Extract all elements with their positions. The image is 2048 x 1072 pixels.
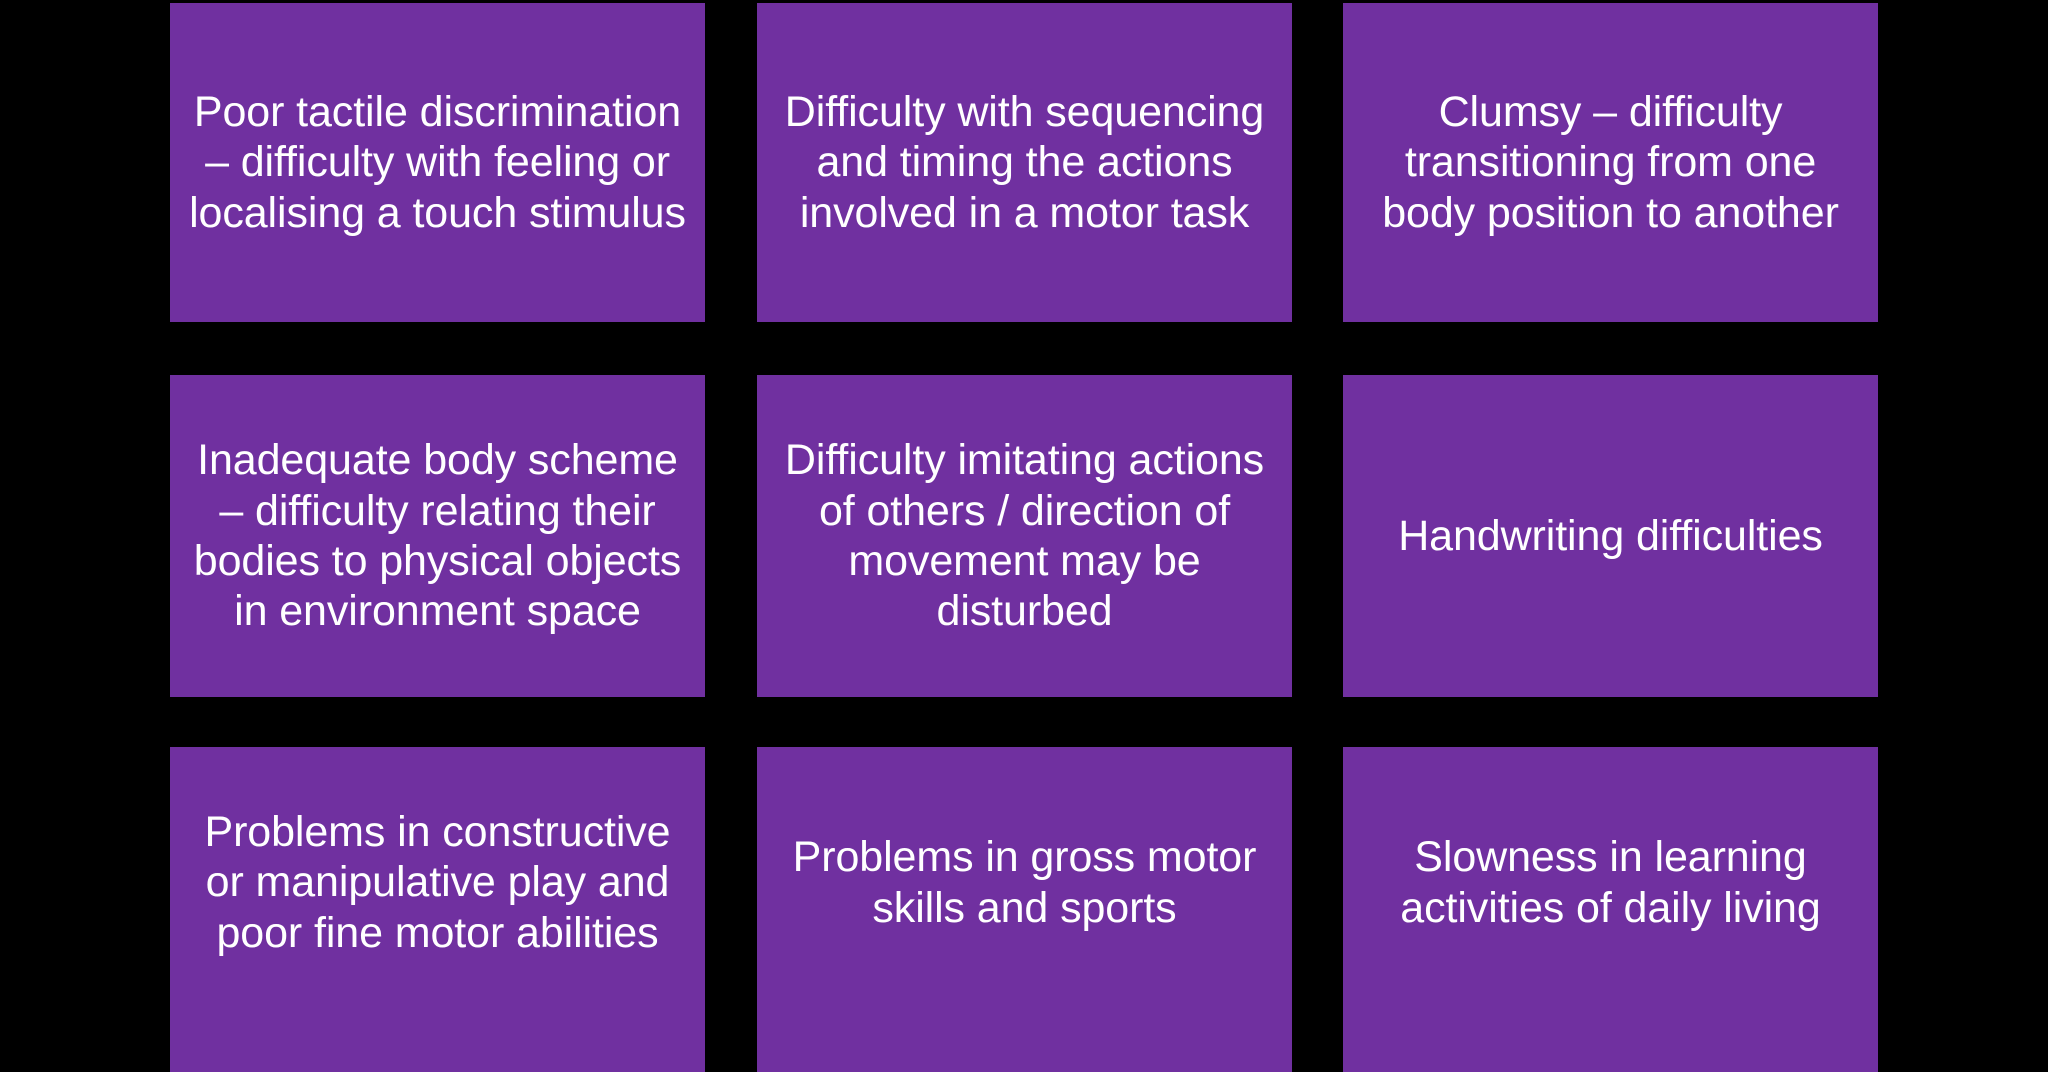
concept-box-label: Problems in constructive or manipulative…	[204, 808, 671, 957]
concept-box-sequencing-and-timing[interactable]: Difficulty with sequencing and timing th…	[757, 3, 1292, 322]
concept-box-label: Problems in gross motor skills and sport…	[792, 833, 1257, 932]
concept-box-slowness-daily-living[interactable]: Slowness in learning activities of daily…	[1343, 747, 1878, 1072]
concept-box-label: Difficulty with sequencing and timing th…	[784, 88, 1265, 237]
concept-grid: Poor tactile discrimination – difficulty…	[170, 3, 1878, 1072]
concept-box-label: Slowness in learning activities of daily…	[1400, 833, 1821, 932]
concept-box-label: Handwriting difficulties	[1398, 511, 1823, 560]
concept-box-inadequate-body-scheme[interactable]: Inadequate body scheme – difficulty rela…	[170, 375, 705, 697]
concept-box-label: Clumsy – difficulty transitioning from o…	[1382, 88, 1839, 237]
concept-box-poor-tactile-discrimination[interactable]: Poor tactile discrimination – difficulty…	[170, 3, 705, 322]
concept-box-label: Difficulty imitating actions of others /…	[784, 436, 1265, 636]
concept-box-constructive-manipulative-play[interactable]: Problems in constructive or manipulative…	[170, 747, 705, 1072]
concept-box-difficulty-imitating-actions[interactable]: Difficulty imitating actions of others /…	[757, 375, 1292, 697]
concept-box-handwriting-difficulties[interactable]: Handwriting difficulties	[1343, 375, 1878, 697]
concept-box-label: Inadequate body scheme – difficulty rela…	[193, 436, 682, 636]
concept-box-gross-motor-skills[interactable]: Problems in gross motor skills and sport…	[757, 747, 1292, 1072]
concept-box-clumsy-transitioning[interactable]: Clumsy – difficulty transitioning from o…	[1343, 3, 1878, 322]
concept-box-label: Poor tactile discrimination – difficulty…	[189, 88, 686, 237]
